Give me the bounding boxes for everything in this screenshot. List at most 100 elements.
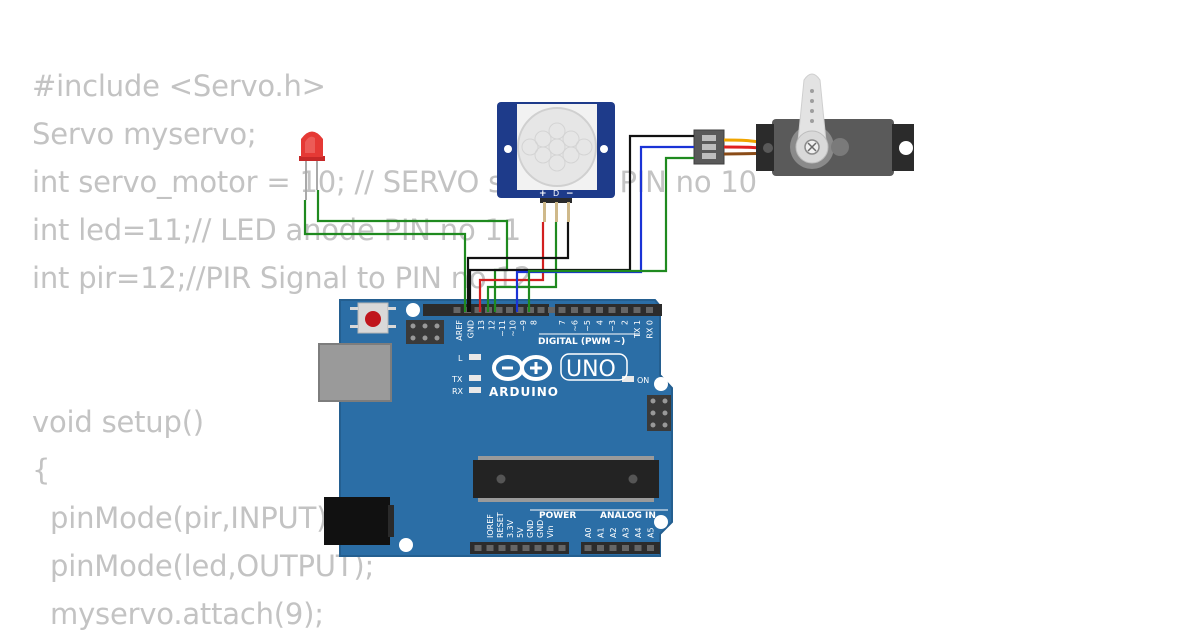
header-pin[interactable] (498, 545, 506, 551)
digital-label: DIGITAL (PWM ~) (538, 337, 625, 347)
arduino-infinity-logo (492, 355, 552, 381)
pin-label: 13 (477, 320, 486, 330)
header-pin[interactable] (527, 307, 534, 313)
led-rx-label: RX (452, 387, 464, 396)
pir-pin-d-label: D (553, 189, 559, 198)
pin-label: 8 (530, 320, 539, 325)
pir-pin-gnd-label: − (566, 189, 574, 199)
pin-label: 4 (596, 320, 605, 325)
pin-label: A5 (647, 527, 656, 538)
pin-label: RX 0 (646, 320, 655, 339)
pin-label: 12 (488, 320, 497, 330)
pin-label: GND (536, 520, 545, 538)
wire-led-anode (316, 190, 509, 312)
pin-label: ~10 (509, 320, 518, 337)
code-line: void setup() (32, 405, 204, 439)
pin-label: TX 1 (633, 320, 642, 339)
pir-pin-vcc-label: + (539, 189, 547, 199)
wire-pir-vcc (478, 222, 545, 312)
pir-pins (540, 198, 572, 203)
pin-label: RESET (496, 512, 505, 538)
pin-label: 2 (621, 320, 630, 325)
header-pin[interactable] (558, 545, 566, 551)
header-pin[interactable] (633, 307, 641, 313)
header-pin[interactable] (608, 307, 616, 313)
servo-motor[interactable] (693, 73, 914, 176)
pin-label: A0 (584, 527, 593, 538)
power-jack (324, 497, 390, 545)
pin-label: 3.3V (506, 519, 515, 538)
header-pin[interactable] (453, 307, 461, 313)
pin-label: Vin (546, 525, 555, 538)
header-pin[interactable] (516, 307, 524, 313)
pin-label: A3 (622, 527, 631, 538)
power-header (470, 542, 569, 554)
led-l-label: L (458, 354, 463, 363)
code-line: myservo.attach(9); (32, 597, 324, 631)
wire-pir-signal (486, 222, 558, 312)
code-line: int pir=12;//PIR Signal to PIN no 12 (32, 261, 532, 295)
pin-label: GND (526, 520, 535, 538)
header-pin[interactable] (558, 307, 566, 313)
header-pin[interactable] (474, 307, 482, 313)
header-pin[interactable] (622, 545, 629, 551)
arduino-logo-text: ARDUINO (489, 385, 559, 399)
header-pin[interactable] (510, 545, 518, 551)
pin-label: IOREF (486, 514, 495, 538)
code-line: pinMode(pir,INPUT); (32, 501, 337, 535)
header-pin[interactable] (597, 545, 604, 551)
header-pin[interactable] (537, 307, 545, 313)
mounting-hole (654, 377, 668, 391)
led-on-label: ON (637, 376, 649, 385)
header-pin[interactable] (584, 545, 592, 551)
mounting-hole (654, 515, 668, 529)
header-pin[interactable] (583, 307, 591, 313)
reset-button-icon[interactable] (350, 302, 396, 334)
led-tx (469, 375, 481, 381)
header-pin[interactable] (486, 545, 494, 551)
code-line: #include <Servo.h> (32, 69, 326, 103)
digital-pin-holes[interactable] (453, 307, 654, 313)
pir-sensor[interactable]: + D − (497, 102, 615, 222)
red-led[interactable] (299, 131, 325, 201)
wire-led-cathode (303, 200, 467, 312)
pin-label: ~5 (583, 320, 592, 332)
header-pin[interactable] (474, 545, 482, 551)
header-pin[interactable] (571, 307, 578, 313)
wire-servo-signal (527, 156, 694, 312)
wires (303, 134, 694, 312)
pin-label: ~9 (519, 320, 528, 332)
header-pin[interactable] (534, 545, 542, 551)
header-pin[interactable] (596, 307, 603, 313)
code-line: { (32, 453, 51, 487)
icsp-header (406, 320, 444, 344)
code-line: pinMode(led,OUTPUT); (32, 549, 375, 583)
header-pin[interactable] (546, 545, 554, 551)
header-pin[interactable] (646, 307, 653, 313)
pin-label: ~3 (608, 320, 617, 332)
code-line: int led=11;// LED anode PIN no 11 (32, 213, 522, 247)
power-analog-pin-holes[interactable] (474, 545, 655, 551)
led-l (469, 354, 481, 360)
header-pin[interactable] (621, 307, 628, 313)
uno-badge (560, 353, 628, 381)
header-pin[interactable] (506, 307, 513, 313)
pin-label: ~6 (571, 320, 580, 332)
power-label: POWER (539, 511, 576, 521)
header-pin[interactable] (522, 545, 530, 551)
header-pin[interactable] (634, 545, 642, 551)
led-tx-label: TX (451, 375, 463, 384)
header-pin[interactable] (548, 307, 555, 313)
pin-label: A1 (597, 527, 606, 538)
header-pin[interactable] (647, 545, 654, 551)
pin-label: A2 (609, 527, 618, 538)
header-pin[interactable] (609, 545, 617, 551)
pin-label: ~11 (498, 320, 507, 337)
pir-fresnel-lens (517, 107, 597, 187)
pin-label: 7 (558, 320, 567, 325)
header-pin[interactable] (495, 307, 503, 313)
led-on (622, 376, 634, 382)
